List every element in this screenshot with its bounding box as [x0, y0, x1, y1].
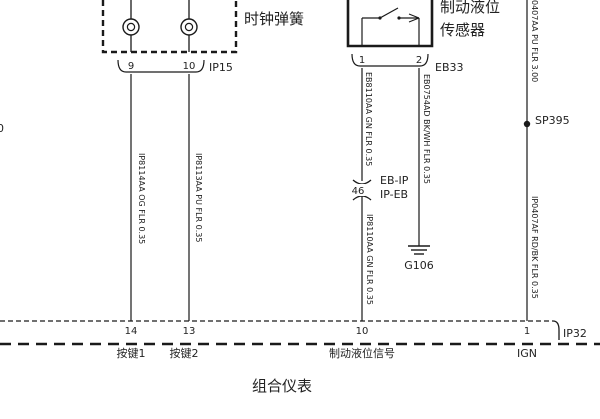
fluid-sensor-label-line2: 传感器 [440, 21, 485, 39]
clock-spring-coil-icon [122, 0, 140, 52]
fluid-sensor-connector-bracket [351, 53, 429, 67]
clock-spring-coil-icon [180, 0, 198, 52]
ground-label: G106 [404, 259, 434, 272]
fluid-sensor-pin-2: 2 [416, 55, 422, 66]
clock-spring-box [101, 0, 238, 54]
fluid-sensor-label: 制动液位 [440, 0, 500, 16]
clock-spring-pin-9: 9 [128, 61, 134, 72]
left-edge-label: 0 [0, 122, 4, 135]
wire-code-ip0407af: IP0407AF RD/BK FLR 0.35 [530, 196, 539, 299]
splice-label: SP395 [535, 114, 570, 127]
signal-key2: 按键2 [170, 346, 199, 360]
cluster-connector-ip32: IP32 14 13 10 1 按键1 按键2 制动液位信号 IGN [0, 320, 600, 360]
cluster-pin-10: 10 [356, 326, 369, 337]
clock-spring-connector-bracket [117, 59, 205, 73]
cluster-title: 组合仪表 [252, 377, 312, 395]
wire-code-0407aa: 0407AA PU FLR 3.00 [530, 0, 539, 82]
switch-icon [361, 7, 420, 46]
cluster-connector-id: IP32 [563, 327, 587, 340]
brake-fluid-sensor: 制动液位 传感器 1 2 EB33 [346, 0, 500, 74]
clock-spring-connector-id: IP15 [209, 61, 233, 74]
cluster-pin-14: 14 [125, 326, 138, 337]
inline-connector-pin: 46 [352, 186, 365, 197]
wire-code-ip8114aa: IP8114AA OG FLR 0.35 [137, 153, 146, 244]
signal-ign: IGN [517, 347, 537, 360]
wire-code-eb0754ad: EB0754AD BK/WH FLR 0.35 [422, 74, 431, 184]
signal-key1: 按键1 [117, 346, 146, 360]
fluid-sensor-connector-id: EB33 [435, 61, 464, 74]
wire-code-ip8113aa: IP8113AA PU FLR 0.35 [194, 153, 203, 242]
cluster-pin-1: 1 [524, 326, 530, 337]
ground-icon [408, 245, 430, 255]
inline-connector-name: EB-IP [380, 174, 409, 187]
wire-code-ip8110aa: IP8110AA GN FLR 0.35 [365, 214, 374, 305]
clock-spring-pin-10: 10 [183, 61, 196, 72]
fluid-sensor-pin-1: 1 [359, 55, 365, 66]
fluid-sensor-box [346, 0, 434, 48]
splice-dot [523, 120, 531, 128]
inline-connector-eb-ip: 46 EB-IP IP-EB [349, 174, 409, 201]
inline-connector-name-line2: IP-EB [380, 188, 408, 201]
clock-spring: 时钟弹簧 9 10 IP15 [101, 0, 304, 74]
cluster-pin-13: 13 [183, 326, 196, 337]
wire-code-eb8110aa: EB8110AA GN FLR 0.35 [364, 72, 373, 166]
cluster-connector-end [552, 320, 560, 340]
signal-brake-fluid: 制动液位信号 [329, 346, 395, 360]
clock-spring-label: 时钟弹簧 [244, 10, 304, 28]
